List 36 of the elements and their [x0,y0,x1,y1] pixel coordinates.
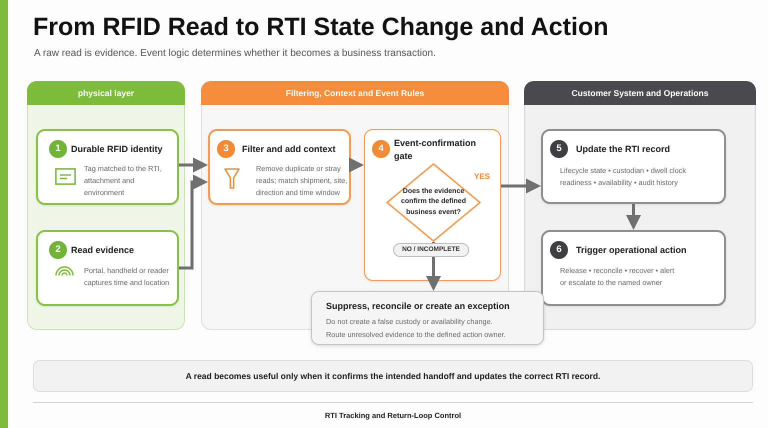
exception-title: Suppress, reconcile or create an exception [326,300,510,312]
step-title: Durable RFID identity [71,143,163,155]
edge-label: YES [473,172,491,182]
step-card [36,129,179,205]
arrow [626,204,641,230]
subtitle: A raw read is evidence. Event logic determines whether it becomes a business transaction. [34,47,437,60]
step-number: 6 [550,241,568,259]
step-title: Read evidence [71,244,134,256]
step-card [208,129,351,205]
column-panel [201,81,509,330]
arrow [179,174,208,270]
column-panel [27,81,185,330]
gate-card [364,129,501,281]
panel-header: physical layer [27,81,185,105]
panel-header: Customer System and Operations [524,81,756,105]
step-card [36,230,179,306]
step-number: 4 [372,140,390,158]
diagram-title: From RFID Read to RTI State Change and Action [33,12,608,42]
summary-text: A read becomes useful only when it confirms the intended handoff and updates the correct RTI record. [184,370,602,383]
step-title: Trigger operational action [576,244,687,256]
step-number: 1 [49,140,67,158]
arrow [179,158,208,172]
step-card [541,230,726,306]
step-title: Event-confirmation gate [394,137,478,163]
step-title: Filter and add context [242,143,336,155]
step-number: 2 [49,241,67,259]
arrow [501,178,541,194]
step-number: 3 [217,140,235,158]
step-card [541,129,726,204]
panel-header: Filtering, Context and Event Rules [201,81,509,105]
column-panel [524,81,756,330]
step-title: Update the RTI record [576,143,670,155]
summary-bar [33,360,753,392]
step-number: 5 [550,140,568,158]
arrow [349,158,364,172]
exception-box [311,291,544,345]
